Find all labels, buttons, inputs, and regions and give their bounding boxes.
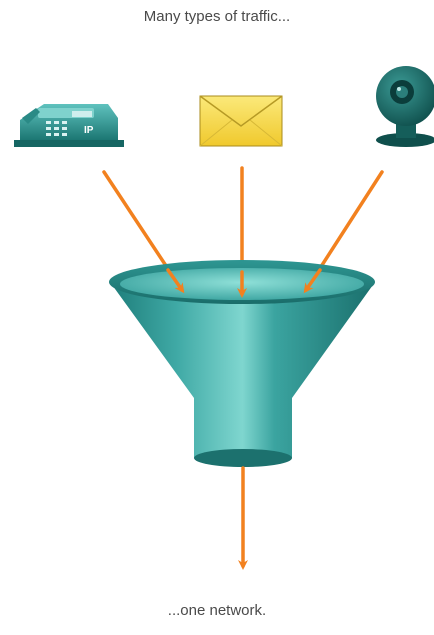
bottom-caption: ...one network. xyxy=(0,602,434,619)
ip-phone-icon: IP xyxy=(14,104,124,147)
webcam-icon xyxy=(376,66,434,147)
envelope-icon xyxy=(200,96,282,146)
ip-label: IP xyxy=(84,125,94,136)
